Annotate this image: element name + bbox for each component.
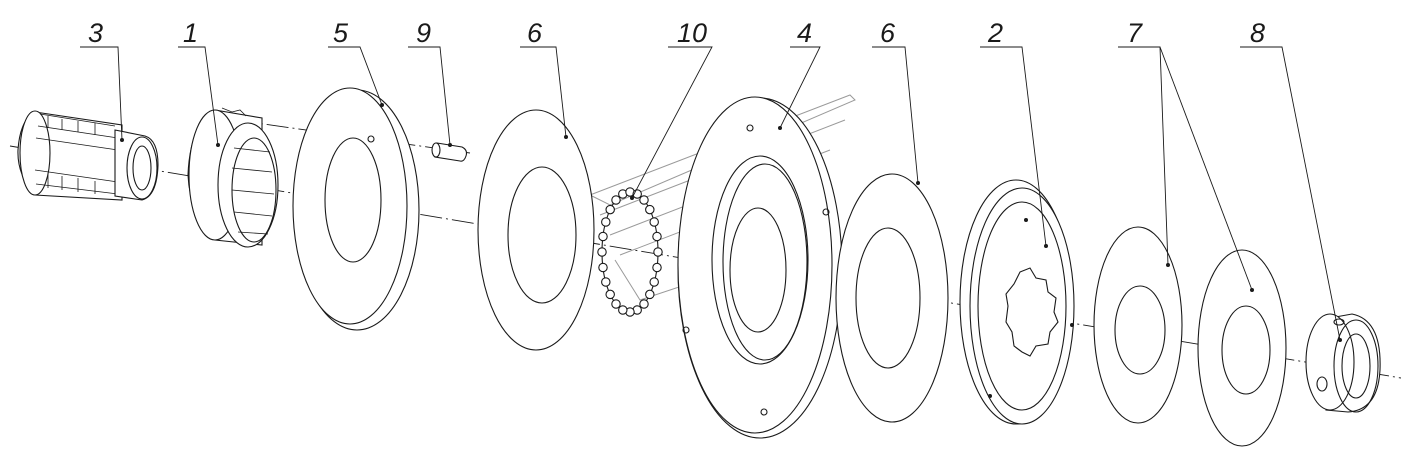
- ball: [601, 277, 611, 287]
- callout-9: 9: [416, 18, 431, 48]
- part-2-splined-disc: [959, 179, 1075, 425]
- ball: [652, 231, 662, 242]
- ball: [649, 217, 659, 227]
- ball: [598, 262, 608, 273]
- callout-5: 5: [333, 18, 349, 48]
- callout-10: 10: [677, 18, 707, 48]
- ball: [611, 195, 621, 205]
- part-3-splined-shaft: [17, 110, 159, 201]
- ball: [611, 299, 621, 309]
- ball: [645, 204, 655, 215]
- ball: [605, 204, 615, 215]
- callout-labels: 3 1 5 9 6 10 4 6 2 7 8: [88, 18, 1265, 48]
- callout-4: 4: [797, 18, 812, 48]
- part-9-pin: [431, 142, 468, 162]
- part-6-washer-right: [835, 173, 949, 423]
- part-7-washer-a: [1093, 226, 1183, 424]
- ball: [639, 195, 649, 205]
- callout-6-right: 6: [880, 18, 896, 48]
- ball: [597, 247, 607, 257]
- callout-3: 3: [88, 18, 103, 48]
- ball-chain: [597, 187, 663, 317]
- ball: [618, 305, 628, 315]
- callout-7: 7: [1127, 18, 1143, 48]
- leader-lines: [80, 46, 1342, 342]
- part-10-ball-ring: [597, 187, 663, 317]
- part-1-splined-hub: [187, 107, 279, 248]
- part-5-large-disc: [292, 87, 420, 331]
- callout-8: 8: [1250, 18, 1265, 48]
- ball: [652, 262, 662, 273]
- part-7-washer-b: [1197, 249, 1287, 447]
- ball: [601, 217, 611, 227]
- callout-1: 1: [183, 18, 198, 48]
- ball: [598, 231, 608, 242]
- callout-2: 2: [987, 18, 1003, 48]
- ball: [653, 247, 663, 257]
- ball: [645, 289, 655, 300]
- part-8-collar-nut: [1305, 313, 1381, 413]
- callout-6-left: 6: [527, 18, 543, 48]
- part-4-flange-housing: [677, 96, 843, 439]
- ball: [605, 289, 615, 300]
- part-6-washer-left: [477, 109, 595, 351]
- ball: [639, 299, 649, 309]
- ball: [649, 277, 659, 287]
